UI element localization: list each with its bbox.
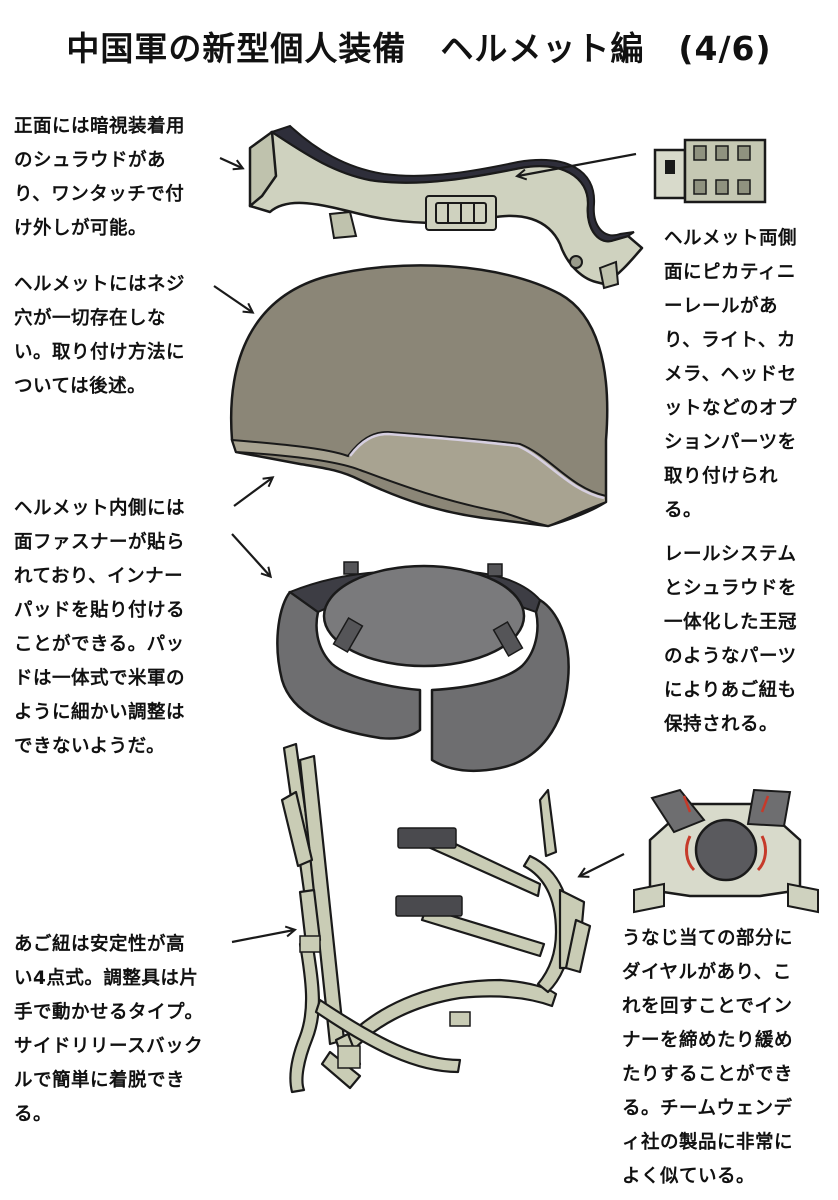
crown-rail-inner-dark [269,124,635,243]
note-crown-part: レールシステム とシュラウドを 一体化した王冠 のようなパーツ によりあご紐も … [664,544,798,735]
rotate-arrow-icon [685,835,696,872]
note-picatinny-rail: ヘルメット両側 面にピカティニ ーレールがあ り、ライト、カ メラ、ヘッドセ ッ… [664,228,798,521]
pad-velcro-tab [332,616,364,654]
helmet-rim [230,430,607,528]
note-chinstrap: あご紐は安定性が高 い4点式。調整具は片 手で動かせるタイプ。 サイドリリースバ… [14,934,204,1125]
arrow-to-helmet [213,285,252,312]
pointer-arrows [213,152,637,944]
rail-screw-icon [569,255,583,269]
pad-right-half [430,598,570,773]
chinstrap-harness [280,742,592,1094]
dial-knob-icon [694,818,758,882]
nape-left-strap [650,788,706,834]
arrow-to-chinstrap [231,930,294,944]
nape-dial-detail [633,788,819,914]
crown-rail-part [248,124,644,290]
note-no-screw-holes: ヘルメットにはネジ 穴が一切存在しな い。取り付け方法に ついては後述。 [14,274,186,397]
arrow-to-helmet-inside [233,478,272,507]
page-title: 中国軍の新型個人装備 ヘルメット編 (4/6) [66,29,772,68]
arrow-to-rail [518,152,637,176]
crown-side-tab [328,210,358,240]
pad-left-half [276,590,422,740]
arrow-to-shroud [219,156,242,168]
inner-pad [276,561,570,773]
note-nape-dial: うなじ当ての部分に ダイヤルがあり、こ れを回すことでイン ナーを締めたり緩め … [622,928,794,1187]
crown-rear-tab [598,260,620,290]
rail-adapter-detail [653,138,767,204]
chinstrap-buckles [299,827,471,1069]
pad-crown-disc [322,564,526,668]
arrow-to-pad [231,533,270,576]
arrow-to-nape [580,853,625,876]
note-shroud: 正面には暗視装着用 のシュラウドがあ り、ワンタッチで付 け外しが可能。 [14,116,186,239]
nape-right-strap [746,788,792,828]
buckle-icon [397,827,457,849]
shroud-block [248,130,278,208]
helmet-shell [230,264,609,528]
note-inner-fastener: ヘルメット内側には 面ファスナーが貼ら れており、インナー パッドを貼り付ける … [14,498,186,757]
